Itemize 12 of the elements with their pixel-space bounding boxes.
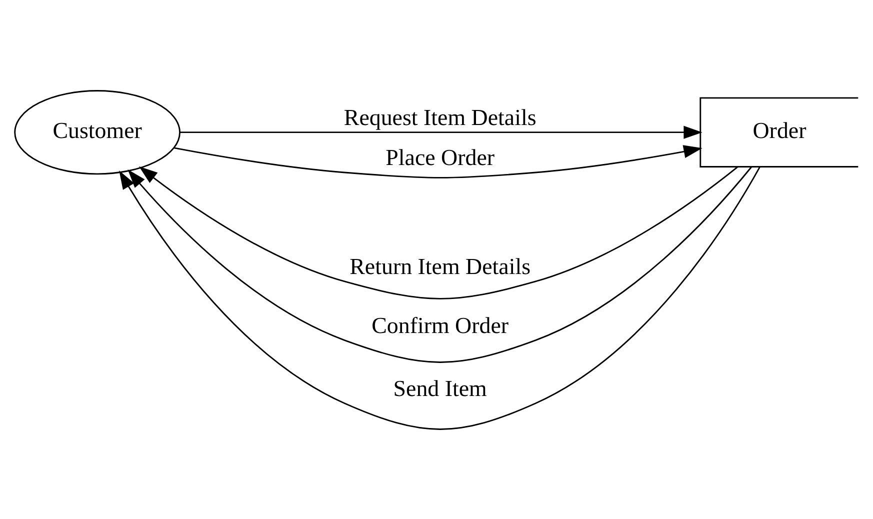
node-ellipse: Customer <box>14 90 180 174</box>
arrow <box>119 166 761 430</box>
edge-label: Send Item <box>393 375 487 400</box>
edge-label: Return Item Details <box>350 254 531 279</box>
edge-label: Confirm Order <box>372 312 509 338</box>
arrow <box>138 166 738 299</box>
arrow <box>174 144 702 178</box>
edge-label: Place Order <box>386 144 495 170</box>
arrow <box>128 166 752 362</box>
edge-label: Request Item Details <box>344 104 536 130</box>
arrow <box>180 125 702 138</box>
node-text: Order <box>752 117 806 142</box>
